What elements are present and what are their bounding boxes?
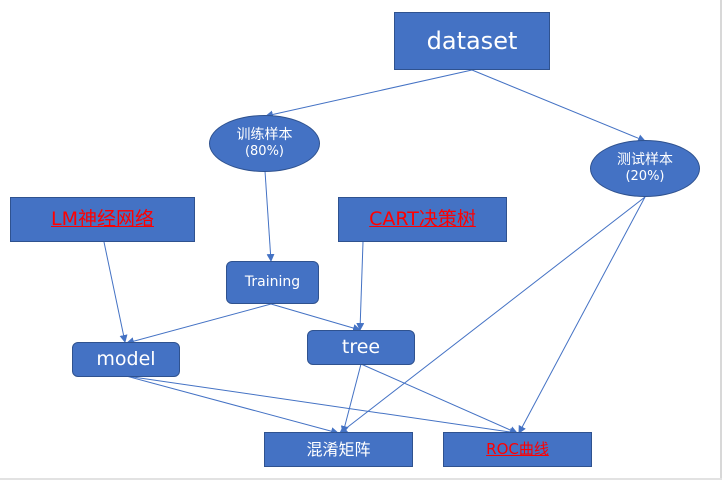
test-sample-label: 测试样本 (617, 151, 673, 168)
edge-tree-to-confusion-matrix (340, 363, 362, 434)
test-sample-node: 测试样本 (20%) (590, 140, 700, 197)
edge-model-to-roc-curve (125, 375, 518, 436)
edge-tree-to-roc-curve (360, 363, 518, 434)
edge-training-to-tree (270, 303, 361, 332)
edge-model-to-confusion-matrix (125, 375, 339, 436)
model-node: model (72, 342, 180, 377)
edge-training-to-model (126, 303, 272, 346)
tree-node: tree (307, 330, 415, 365)
cart-tree-label[interactable]: CART决策树 (369, 207, 476, 230)
train-sample-node: 训练样本 (80%) (209, 115, 320, 172)
train-sample-label: 训练样本 (236, 126, 293, 143)
training-node: Training (226, 261, 319, 304)
lm-nn-node: LM神经网络 (10, 197, 195, 242)
confusion-matrix-label: 混淆矩阵 (306, 439, 371, 459)
tree-label: tree (341, 335, 381, 358)
model-label: model (96, 347, 156, 370)
edge-test-sample-to-confusion-matrix (339, 196, 646, 434)
dataset-label: dataset (426, 27, 518, 55)
edge-train-sample-to-training (264, 170, 275, 262)
training-label: Training (244, 273, 301, 290)
dataset-node: dataset (394, 12, 550, 70)
canvas-bottom-edge (0, 478, 722, 480)
train-sample-ratio: (80%) (244, 144, 285, 160)
edge-dataset-to-test-sample (471, 69, 646, 143)
roc-curve-label[interactable]: ROC曲线 (486, 440, 549, 459)
canvas-right-edge (720, 0, 722, 480)
lm-nn-label[interactable]: LM神经网络 (51, 207, 154, 230)
edge-test-sample-to-roc-curve (518, 196, 646, 434)
edge-cart-tree-to-tree (356, 241, 365, 331)
confusion-matrix-node: 混淆矩阵 (264, 432, 413, 467)
cart-tree-node: CART决策树 (338, 197, 507, 242)
test-sample-ratio: (20%) (625, 169, 665, 185)
edge-dataset-to-train-sample (265, 69, 473, 119)
edge-lm-nn-to-model (103, 241, 128, 343)
roc-curve-node: ROC曲线 (443, 432, 592, 467)
